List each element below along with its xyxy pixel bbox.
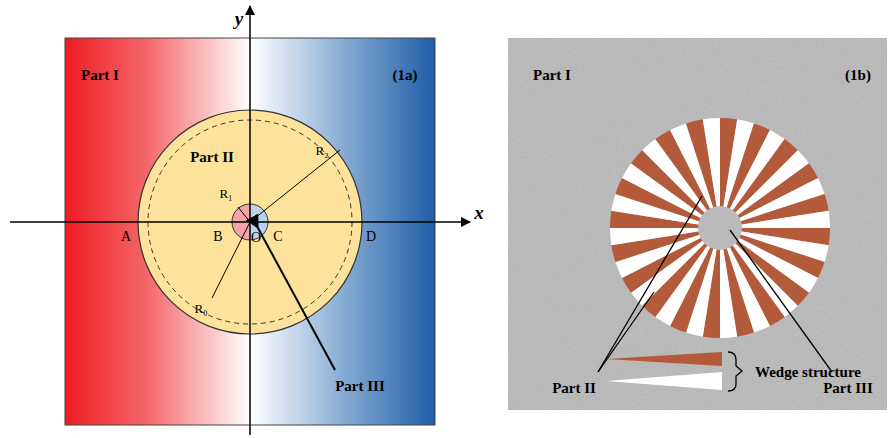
point-label: C [273,230,282,244]
brown-wedge-icon [606,352,722,366]
part-label: Part I [81,68,119,83]
part-label: Part II [552,381,596,396]
axis-label: x [474,203,484,222]
part-label: Part I [533,68,571,83]
texture-noise [508,38,887,410]
point-label: O [251,231,261,245]
r1-line [238,207,250,222]
x-axis [10,221,470,223]
r0-line [212,222,250,298]
point-label: D [366,230,376,244]
r2-line [250,150,340,222]
part-label: Part III [823,381,873,396]
panel-label: (1b) [845,68,871,83]
bracket [728,352,742,391]
radius-label: R₂ [315,144,328,157]
axis-label: y [235,9,243,28]
white-wedge-icon [606,372,722,390]
radius-label: R₀ [194,302,207,315]
point-label: A [121,230,131,244]
part-label: Wedge structure [755,365,861,380]
leader-line [258,228,335,370]
y-axis [249,6,251,435]
leader-line [598,196,702,372]
inner-hole [698,206,742,250]
point-label: B [213,230,222,244]
part-label: Part III [335,379,385,394]
panel-label: (1a) [393,68,418,83]
leader-line [730,230,832,372]
wedge-ring [610,118,830,338]
radius-label: R₁ [219,187,232,200]
texture-ground [508,38,887,410]
part-label: Part II [190,150,234,165]
